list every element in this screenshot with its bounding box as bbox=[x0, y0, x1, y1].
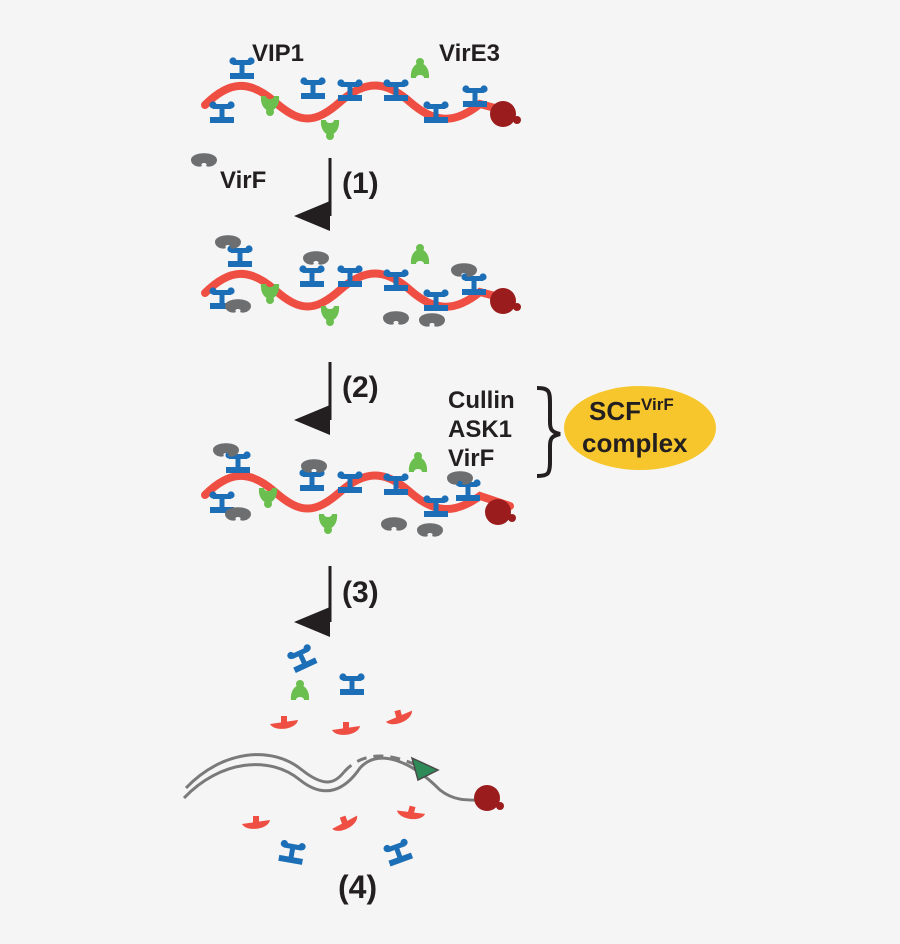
scf-complex-label: SCFVirF bbox=[589, 395, 674, 426]
scf-complex-ellipse bbox=[564, 386, 716, 470]
vire3-protein bbox=[260, 284, 280, 304]
step-3-label: (3) bbox=[342, 576, 379, 609]
vip1-protein bbox=[339, 673, 365, 695]
virf-protein bbox=[419, 313, 445, 327]
degraded-strand-fragment bbox=[270, 716, 298, 729]
strand-cap bbox=[474, 785, 500, 811]
vire3-protein bbox=[290, 680, 310, 700]
vip1-protein bbox=[229, 57, 255, 79]
dna-conversion bbox=[182, 753, 504, 811]
vip1-protein bbox=[382, 837, 414, 867]
polymerase-triangle bbox=[410, 756, 440, 782]
virf-protein bbox=[383, 311, 409, 325]
vip1-protein bbox=[209, 101, 235, 123]
step-1-label: (1) bbox=[342, 167, 379, 200]
component-virf: VirF bbox=[448, 445, 494, 472]
strand-cap bbox=[485, 499, 511, 525]
virf-protein bbox=[191, 153, 217, 167]
vip1-protein bbox=[227, 245, 253, 267]
vip1-protein bbox=[461, 273, 487, 295]
degraded-strand-fragment bbox=[242, 816, 270, 829]
virf-protein bbox=[225, 299, 251, 313]
virf-protein bbox=[381, 517, 407, 531]
virf-protein bbox=[417, 523, 443, 537]
vip1-protein bbox=[299, 469, 325, 491]
vire3-protein bbox=[320, 120, 340, 140]
vire3-label: VirE3 bbox=[439, 40, 500, 67]
vip1-protein bbox=[286, 643, 319, 674]
vip1-protein bbox=[299, 265, 325, 287]
step-4-label: (4) bbox=[338, 869, 377, 905]
virf-protein bbox=[301, 459, 327, 473]
vire3-protein bbox=[320, 306, 340, 326]
degraded-strand-fragment bbox=[395, 802, 427, 823]
synthesis-dashed-strand bbox=[342, 754, 419, 774]
vip1-protein bbox=[383, 269, 409, 291]
brace bbox=[536, 386, 561, 478]
template-strand bbox=[182, 756, 488, 802]
stage-1-complex: VIP1 VirE3 bbox=[201, 40, 521, 140]
vire3-protein bbox=[260, 96, 280, 116]
vire3-protein bbox=[318, 514, 338, 534]
strand-cap bbox=[490, 101, 516, 127]
strand-cap bbox=[490, 288, 516, 314]
step-2-label: (2) bbox=[342, 371, 379, 404]
virf-protein bbox=[225, 507, 251, 521]
virf-label: VirF bbox=[220, 167, 266, 194]
virf-protein bbox=[303, 251, 329, 265]
degraded-strand-fragment bbox=[332, 722, 360, 735]
vip1-protein bbox=[300, 77, 326, 99]
vip1-protein bbox=[462, 85, 488, 107]
vip1-label: VIP1 bbox=[252, 40, 304, 67]
degraded-strand-fragment bbox=[329, 811, 361, 834]
scf-complex-line2: complex bbox=[582, 428, 688, 458]
vire3-protein bbox=[410, 244, 430, 264]
vire3-protein bbox=[410, 58, 430, 78]
vire3-protein bbox=[408, 452, 428, 472]
degraded-strand-fragment bbox=[383, 706, 415, 727]
complementary-strand bbox=[184, 753, 346, 790]
stage-3-complex bbox=[201, 443, 516, 537]
vire3-protein bbox=[258, 488, 278, 508]
component-cullin: Cullin bbox=[448, 387, 515, 414]
vip1-protein bbox=[277, 839, 307, 866]
component-ask1: ASK1 bbox=[448, 416, 512, 443]
virf-protein bbox=[215, 235, 241, 249]
stage-2-complex bbox=[201, 235, 521, 327]
